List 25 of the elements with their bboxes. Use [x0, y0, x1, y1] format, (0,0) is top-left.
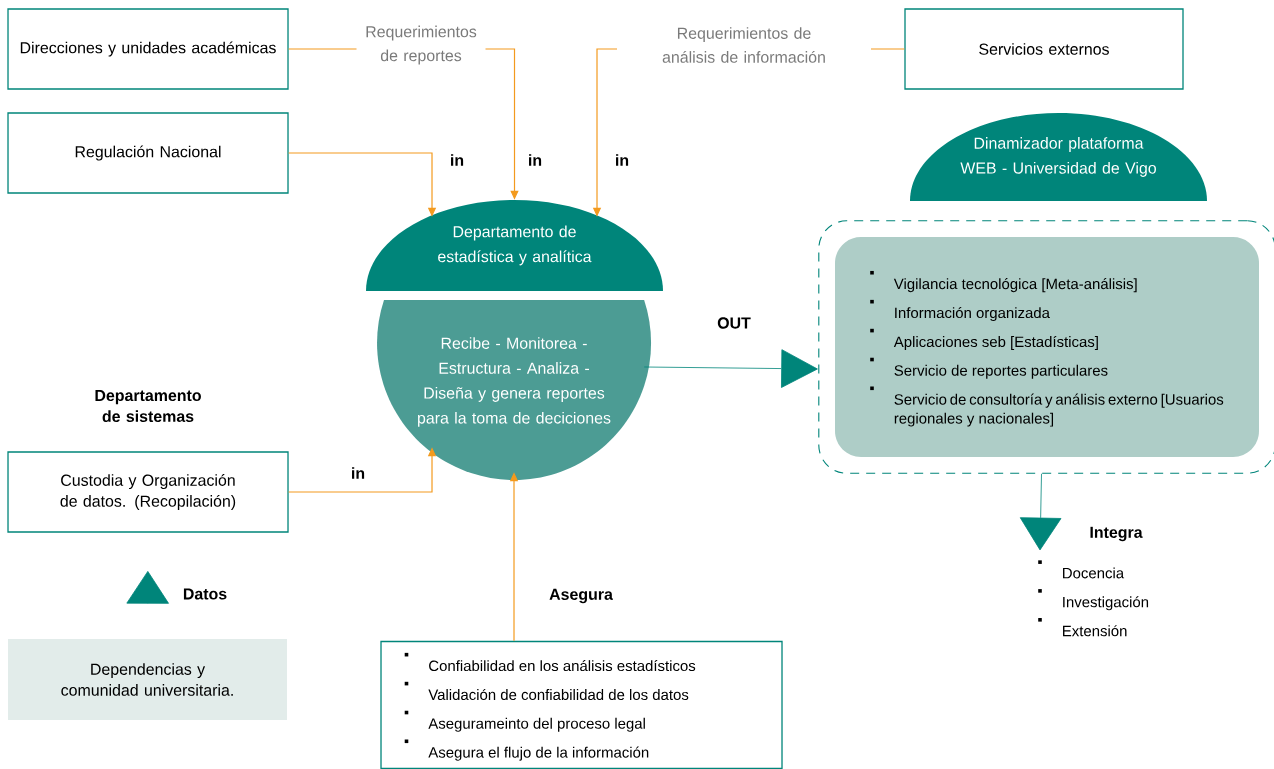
rounded-panel: Vigilancia tecnológica [Meta-análisis] Información organizada Aplicaciones seb [Estadísticas] Servicio de reportes particulares Servicio de consultoría y análisis externo [Usuarios regionales y nacionales]: [835, 237, 1259, 457]
semicircle-header: Departamento de estadística y analítica: [366, 200, 663, 291]
process-box: Regulación Nacional: [7, 112, 289, 194]
label-text: in: [616, 154, 629, 166]
node-label: Departamento de sistemas: [95, 389, 201, 423]
edge-label: Asegura: [548, 587, 614, 605]
edge-label: in: [448, 153, 466, 167]
label-text: in: [529, 154, 542, 166]
process-box: Departamento de sistemas Custodia y Organización de datos. (Recopilación): [7, 389, 289, 533]
edge-label: in: [349, 466, 367, 480]
edge-label: Requerimientos de reportes: [356, 23, 486, 67]
process-box: Servicios externos: [904, 8, 1184, 90]
edge-label: Requerimientos de análisis de información: [617, 25, 871, 65]
semicircle-header: Dinamizador plataforma WEB - Universidad de Vigo: [910, 113, 1207, 201]
triangle-arrow: [643, 349, 818, 388]
edge-label: OUT: [716, 316, 752, 330]
process-box: Direcciones y unidades académicas: [7, 8, 289, 90]
triangle-arrow: [126, 571, 169, 604]
bullet-list-box: Confiabilidad en los análisis estadísticos Validación de confiabilidad de los datos Asegurameinto del proceso legal Asegura el flujo de la información: [380, 640, 783, 769]
edge-label: Integra: [1088, 525, 1144, 543]
dashed-frame: [818, 220, 1274, 474]
info-box: Dependencias y comunidad universitaria.: [8, 639, 287, 720]
edge-label: Datos: [181, 587, 229, 601]
bullet-list: Docencia Investigación Extensión: [1038, 560, 1149, 637]
triangle-arrow: [1019, 473, 1062, 551]
